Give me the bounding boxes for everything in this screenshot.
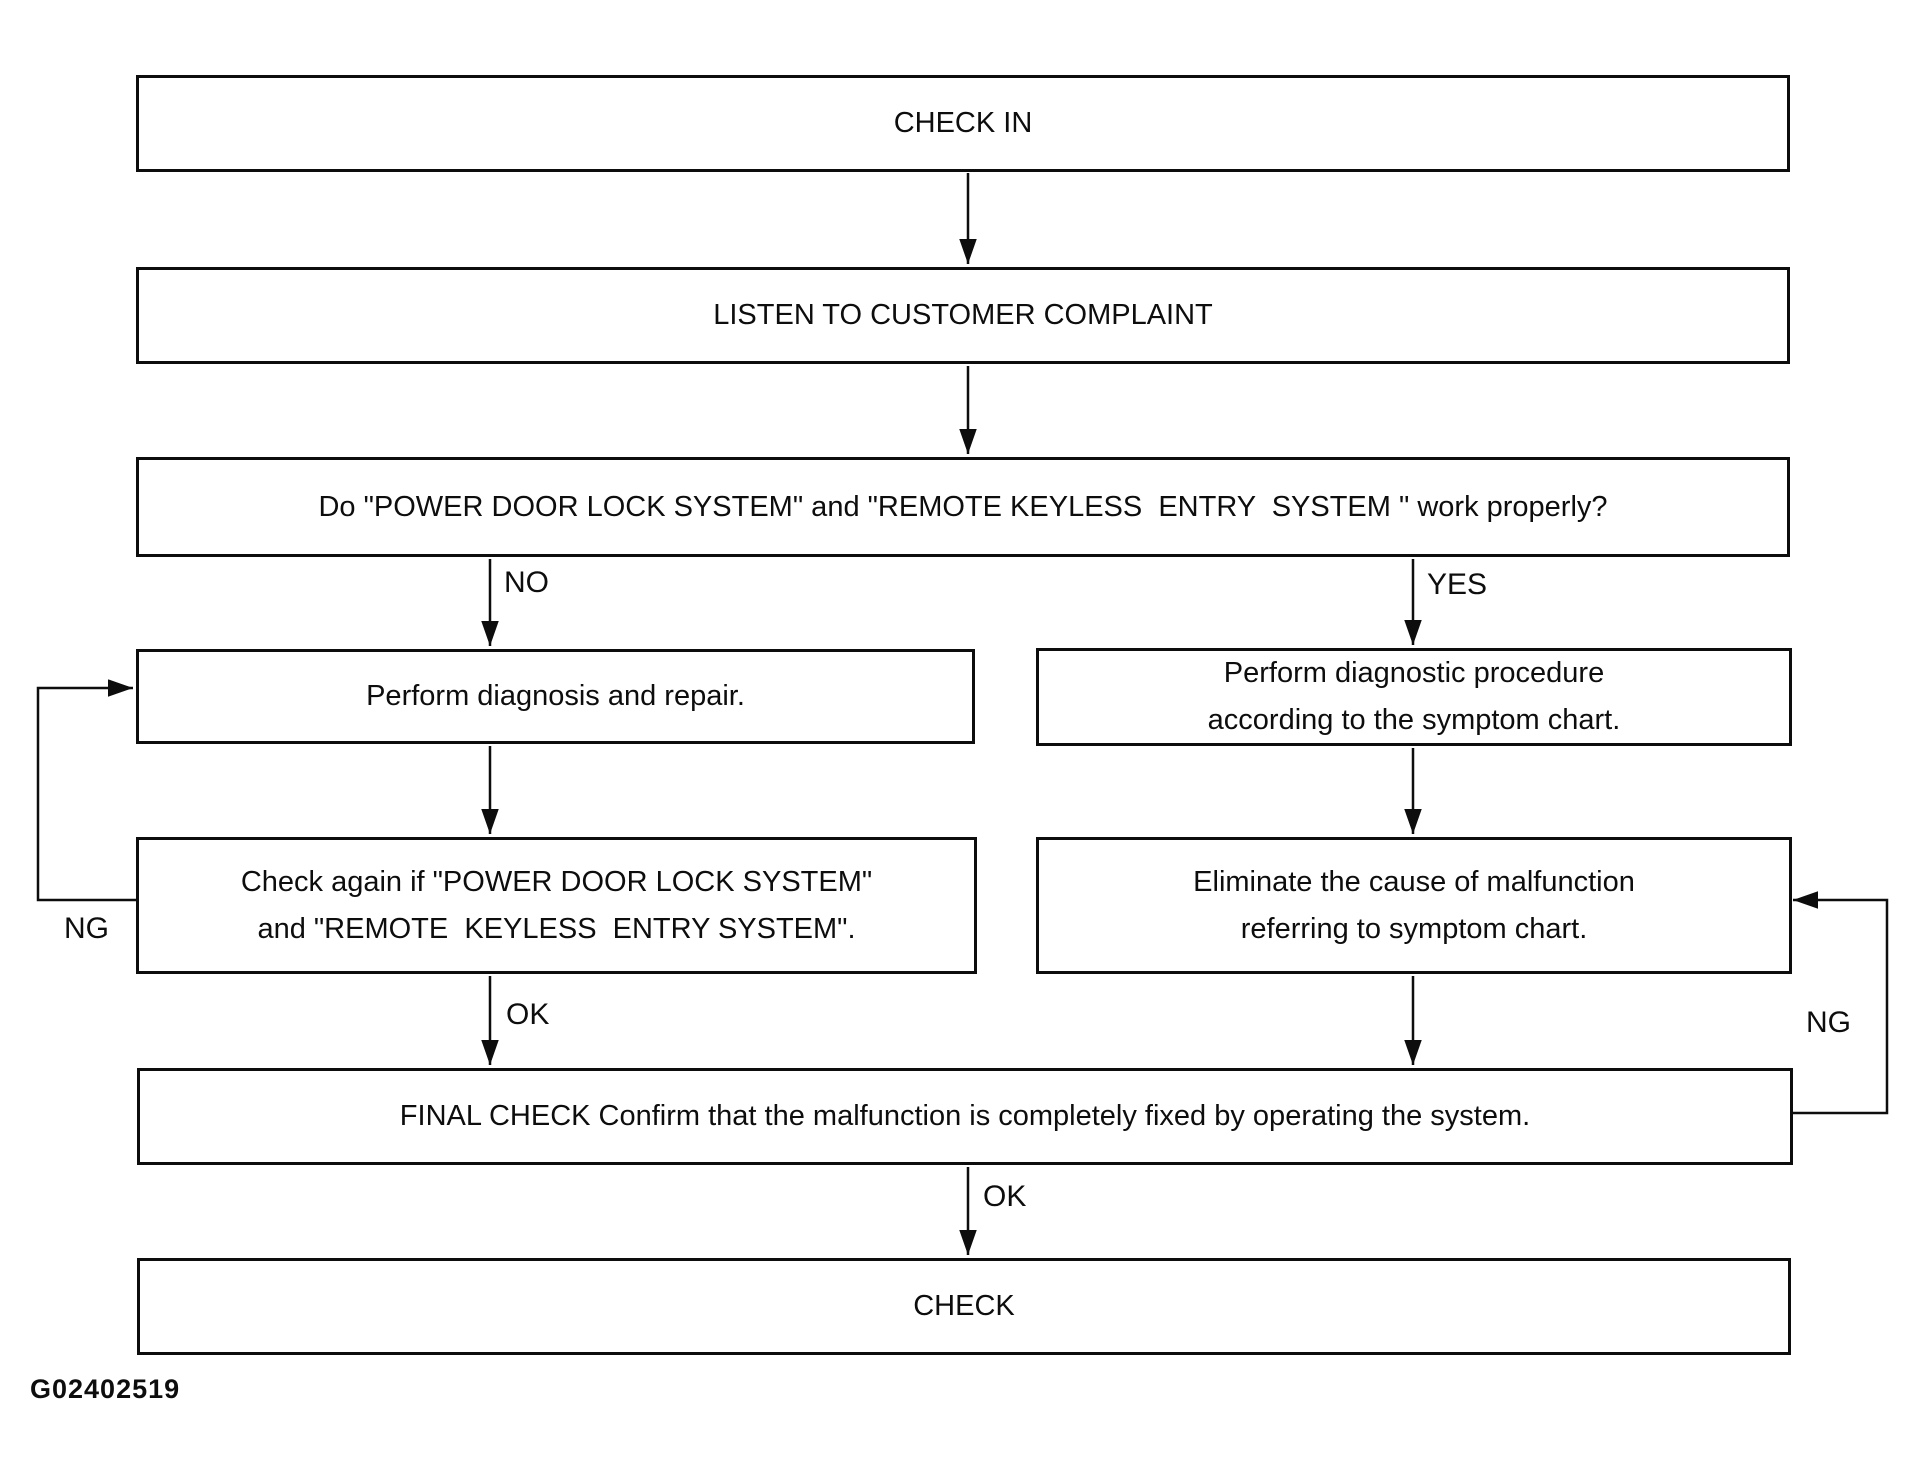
node-check-in: CHECK IN (136, 75, 1790, 172)
node-perform-diagnostic-procedure-line1: Perform diagnostic procedure (1223, 657, 1605, 689)
ng-loop-left (36, 679, 136, 902)
node-check-again-line2: and "REMOTE KEYLESS ENTRY SYSTEM". (257, 912, 856, 945)
node-final-check-label: FINAL CHECK Confirm that the malfunction… (399, 1100, 1531, 1132)
node-systems-work-question: Do "POWER DOOR LOCK SYSTEM" and "REMOTE … (136, 457, 1790, 557)
node-check: CHECK (137, 1258, 1791, 1355)
node-systems-work-question-label: Do "POWER DOOR LOCK SYSTEM" and "REMOTE … (318, 490, 1608, 523)
edge-label-ng-left: NG (64, 912, 109, 945)
node-check-again-line1: Check again if "POWER DOOR LOCK SYSTEM" (240, 865, 873, 898)
node-eliminate-cause: Eliminate the cause of malfunction refer… (1036, 837, 1792, 974)
edge-label-ok-lower: OK (983, 1180, 1027, 1213)
node-check-label: CHECK (913, 1290, 1015, 1322)
node-perform-diagnostic-procedure-line2: according to the symptom chart. (1207, 704, 1621, 736)
node-perform-diagnosis: Perform diagnosis and repair. (136, 649, 975, 744)
node-check-again: Check again if "POWER DOOR LOCK SYSTEM" … (136, 837, 977, 974)
figure-code: G02402519 (30, 1374, 181, 1404)
node-perform-diagnosis-label: Perform diagnosis and repair. (366, 680, 745, 712)
edge-label-yes: YES (1427, 568, 1488, 601)
node-listen-complaint: LISTEN TO CUSTOMER COMPLAINT (136, 267, 1790, 364)
node-final-check: FINAL CHECK Confirm that the malfunction… (137, 1068, 1793, 1165)
edge-label-ng-right: NG (1806, 1006, 1851, 1039)
node-eliminate-cause-line2: referring to symptom chart. (1240, 912, 1588, 945)
edge-label-ok-upper: OK (506, 998, 550, 1031)
node-listen-complaint-label: LISTEN TO CUSTOMER COMPLAINT (713, 299, 1213, 331)
edge-label-no: NO (504, 566, 549, 599)
node-eliminate-cause-line1: Eliminate the cause of malfunction (1193, 865, 1635, 898)
node-perform-diagnostic-procedure: Perform diagnostic procedure according t… (1036, 648, 1792, 746)
node-check-in-label: CHECK IN (893, 107, 1033, 139)
